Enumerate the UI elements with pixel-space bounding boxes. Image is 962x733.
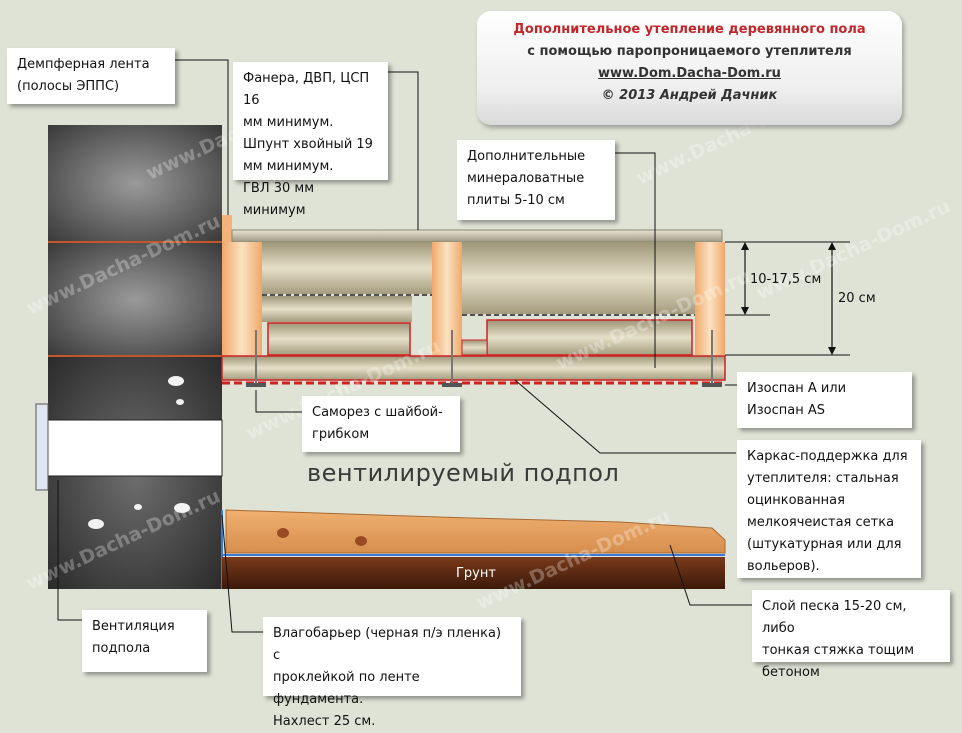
label-frame: Каркас-поддержка для утеплителя: стальна… — [737, 440, 921, 578]
title-panel: Дополнительное утепление деревянного пол… — [477, 11, 902, 125]
dim-inner-label: 10-17,5 см — [750, 272, 822, 287]
hole-3 — [88, 519, 104, 529]
hole-1 — [168, 376, 184, 386]
pebble-1 — [277, 528, 289, 538]
foundation-block-2 — [48, 243, 222, 356]
label-barrier: Влагобарьер (черная п/э пленка) с прокле… — [263, 617, 521, 729]
hole-5 — [134, 504, 142, 510]
vent-grille — [35, 403, 49, 491]
site-link[interactable]: www.Dom.Dacha-Dom.ru — [598, 66, 781, 81]
dim-outer-label: 20 см — [838, 291, 876, 306]
label-ventilation: Вентиляция подпола — [82, 610, 207, 672]
hole-2 — [176, 399, 184, 405]
sand-layer — [225, 509, 726, 554]
label-mineral: Дополнительные минераловатные плиты 5-10… — [457, 140, 615, 220]
foundation-block-1 — [48, 125, 222, 242]
ground-label: Грунт — [456, 566, 496, 581]
label-plywood: Фанера, ДВП, ЦСП 16 мм минимум. Шпунт хв… — [233, 62, 388, 218]
svg-text:www.Dacha-Dom.ru: www.Dacha-Dom.ru — [753, 195, 954, 304]
extra-wool-2 — [486, 319, 693, 356]
vent-opening — [47, 419, 223, 477]
label-izospan: Изоспан А или Изоспан AS — [737, 372, 912, 428]
ground-layer — [222, 557, 725, 589]
label-damper: Демпферная лента (полосы ЭППС) — [7, 48, 175, 104]
wool-lower-left — [262, 296, 412, 322]
extra-wool-3 — [461, 339, 488, 356]
floor-board — [231, 229, 723, 243]
label-screw: Саморез с шайбой- грибком — [302, 396, 460, 452]
leader-lines — [57, 59, 752, 633]
extra-wool-1 — [267, 322, 411, 356]
joist-3 — [695, 242, 725, 355]
title-line2: с помощью паропроницаемого утеплителя — [527, 44, 852, 59]
wool-upper-right — [462, 242, 695, 314]
copyright: © 2013 Андрей Дачник — [601, 88, 778, 103]
underfloor-label: вентилируемый подпол — [307, 459, 620, 487]
label-sand: Слой песка 15-20 см, либо тонкая стяжка … — [752, 590, 950, 680]
wool-bottom — [221, 355, 726, 381]
joist-2 — [432, 242, 462, 355]
title-line1: Дополнительное утепление деревянного пол… — [513, 22, 866, 37]
pebble-2 — [355, 536, 367, 546]
wool-upper-left — [262, 242, 432, 294]
hole-4 — [174, 503, 190, 513]
